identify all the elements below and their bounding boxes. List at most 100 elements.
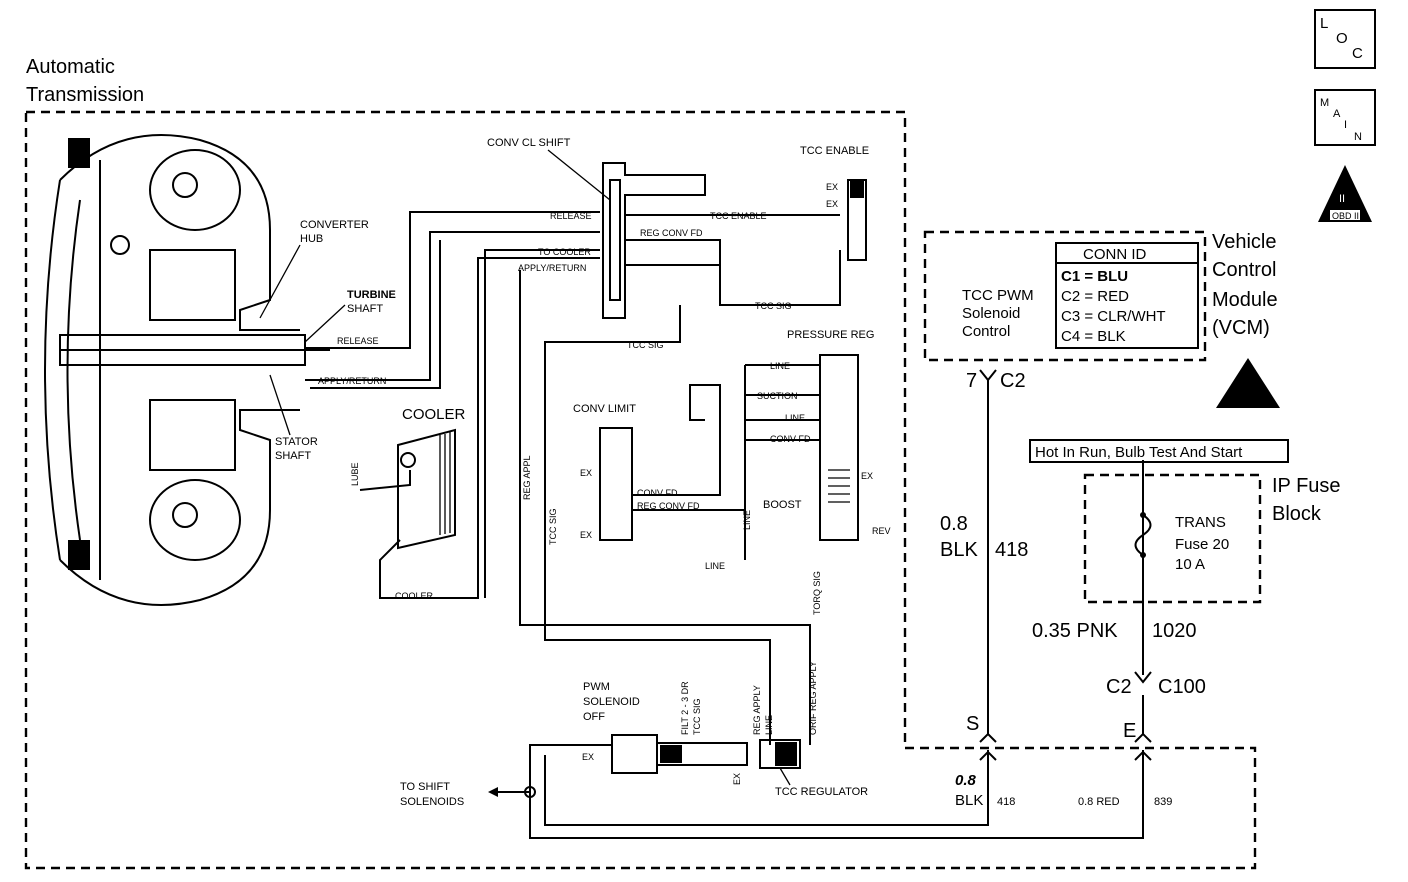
fuse-rating: 10 A bbox=[1175, 556, 1205, 573]
pwm-solenoid bbox=[611, 734, 748, 774]
fuse-block-boundary bbox=[1083, 473, 1262, 604]
loc-badge-text: L bbox=[1320, 15, 1328, 32]
label-reg-conv-fd: REG CONV FD bbox=[640, 228, 703, 238]
label-ex-4: EX bbox=[580, 468, 592, 478]
label-reg-conv-fd-2: REG CONV FD bbox=[637, 501, 700, 511]
fuse-hot-label: Hot In Run, Bulb Test And Start bbox=[1035, 444, 1243, 461]
label-to-cooler: TO COOLER bbox=[538, 247, 591, 257]
conn-id-table bbox=[1055, 242, 1199, 349]
main-badge-text: M bbox=[1320, 97, 1329, 109]
label-cooler-line: COOLER bbox=[395, 591, 434, 601]
main-badge bbox=[1314, 89, 1376, 146]
label-conv-fd-1: CONV FD bbox=[770, 434, 811, 444]
wire-blk-size: 0.8 bbox=[940, 513, 968, 535]
label-boost: BOOST bbox=[763, 499, 802, 511]
vcm-pin: 7 bbox=[966, 370, 977, 392]
vcm-label-line4: (VCM) bbox=[1212, 317, 1270, 339]
label-tcc-sig-2: TCC SIG bbox=[627, 340, 664, 350]
wire-blk-circuit: 418 bbox=[995, 539, 1028, 561]
conn-c2-label: C2 bbox=[1106, 676, 1132, 698]
label-suction: SUCTION bbox=[757, 391, 798, 401]
label-pwm-off: OFF bbox=[583, 711, 605, 723]
wire-red-label: 0.8 RED bbox=[1078, 796, 1120, 808]
vcm-label-line1: Vehicle bbox=[1212, 231, 1277, 253]
label-conv-limit: CONV LIMIT bbox=[573, 403, 636, 415]
label-cooler: COOLER bbox=[402, 406, 466, 423]
vcm-control-line1: TCC PWM bbox=[962, 287, 1034, 304]
loc-badge bbox=[1314, 9, 1376, 69]
label-conv-fd-2: CONV FD bbox=[637, 488, 678, 498]
wire-blk-color: BLK bbox=[940, 539, 978, 561]
label-stator-shaft: SHAFT bbox=[275, 450, 311, 462]
label-ex-6: EX bbox=[732, 773, 742, 785]
label-apply-return-line: APPLY/RETURN bbox=[518, 263, 586, 273]
title-line1: Automatic bbox=[26, 56, 115, 78]
esd-warning-icon bbox=[1216, 358, 1280, 408]
transmission-boundary bbox=[24, 110, 1257, 870]
label-ex-3: EX bbox=[861, 471, 873, 481]
main-badge-text4: N bbox=[1354, 131, 1362, 143]
wire-bottom-blk-size: 0.8 bbox=[955, 772, 977, 789]
vcm-control-line3: Control bbox=[962, 323, 1010, 340]
label-line-2: LINE bbox=[785, 413, 805, 423]
obd-badge bbox=[1318, 165, 1372, 222]
conv-limit-valve bbox=[599, 384, 745, 541]
label-shift-solenoids: SOLENOIDS bbox=[400, 796, 464, 808]
label-to-shift: TO SHIFT bbox=[400, 781, 450, 793]
label-turbine-shaft: SHAFT bbox=[347, 303, 383, 315]
vcm-label-line2: Control bbox=[1212, 259, 1276, 281]
label-ex-7: EX bbox=[582, 752, 594, 762]
terminal-s: S bbox=[966, 713, 979, 735]
obd-badge-num: II bbox=[1339, 193, 1345, 205]
label-torq-sig: TORQ SIG bbox=[812, 571, 822, 615]
main-badge-text3: I bbox=[1344, 119, 1347, 131]
title-line2: Transmission bbox=[26, 84, 144, 106]
label-line-5: LINE bbox=[764, 715, 774, 735]
label-ex-2: EX bbox=[826, 199, 838, 209]
hot-label-box bbox=[1029, 439, 1289, 463]
loc-badge-text3: C bbox=[1352, 45, 1363, 62]
wire-pnk-label: 0.35 PNK bbox=[1032, 620, 1118, 642]
label-pressure-reg: PRESSURE REG bbox=[787, 329, 874, 341]
label-hub: HUB bbox=[300, 233, 323, 245]
label-pwm: PWM bbox=[583, 681, 610, 693]
vcm-label-line3: Module bbox=[1212, 289, 1278, 311]
label-reg-appl: REG APPL bbox=[522, 455, 532, 500]
pressure-regulator-valve bbox=[744, 354, 859, 560]
terminal-e: E bbox=[1123, 720, 1136, 742]
conn-c4: C4 = BLK bbox=[1061, 328, 1126, 345]
label-release-line: RELEASE bbox=[550, 211, 592, 221]
wire-bottom-blk-color: BLK bbox=[955, 792, 983, 809]
wire-pnk-circuit: 1020 bbox=[1152, 620, 1197, 642]
label-rev: REV bbox=[872, 526, 891, 536]
fuse-block-line2: Block bbox=[1272, 503, 1322, 525]
label-ex-5: EX bbox=[580, 530, 592, 540]
conn-c1: C1 = BLU bbox=[1061, 268, 1128, 285]
wire-red-circuit: 839 bbox=[1154, 796, 1172, 808]
loc-badge-text2: O bbox=[1336, 30, 1348, 47]
label-ex-1: EX bbox=[826, 182, 838, 192]
label-reg-apply: REG APPLY bbox=[752, 685, 762, 735]
vcm-pin-conn: C2 bbox=[1000, 370, 1026, 392]
tcc-enable-valve bbox=[847, 179, 867, 261]
obd-badge-text: OBD II bbox=[1332, 211, 1359, 221]
tcc-regulator bbox=[759, 739, 801, 769]
label-lube: LUBE bbox=[350, 462, 360, 486]
label-stator: STATOR bbox=[275, 436, 318, 448]
label-converter: CONVERTER bbox=[300, 219, 369, 231]
vcm-boundary bbox=[923, 230, 1207, 362]
conn-c3: C3 = CLR/WHT bbox=[1061, 308, 1166, 325]
label-conv-cl-shift: CONV CL SHIFT bbox=[487, 137, 571, 149]
conn-c2: C2 = RED bbox=[1061, 288, 1129, 305]
label-line-1: LINE bbox=[770, 361, 790, 371]
conn-c100-label: C100 bbox=[1158, 676, 1206, 698]
conn-id-header: CONN ID bbox=[1083, 246, 1147, 263]
label-filt: FILT 2 - 3 DR bbox=[680, 681, 690, 735]
fuse-name: TRANS bbox=[1175, 514, 1226, 531]
label-tcc-sig-3: TCC SIG bbox=[548, 508, 558, 545]
fuse-number: Fuse 20 bbox=[1175, 536, 1229, 553]
torque-converter bbox=[44, 134, 330, 606]
wire-bottom-blk-circuit: 418 bbox=[997, 796, 1015, 808]
main-badge-text2: A bbox=[1333, 108, 1341, 120]
